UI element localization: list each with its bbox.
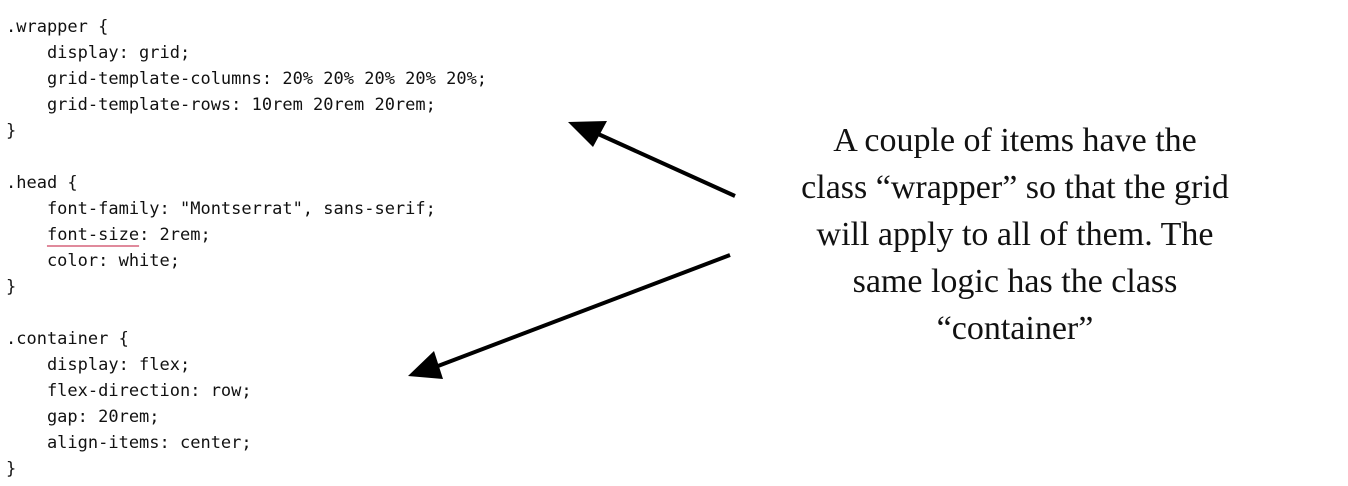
annotation-line: will apply to all of them. The <box>816 216 1214 253</box>
arrow-to-container <box>408 253 731 379</box>
code-line: font-family: "Montserrat", sans-serif; <box>6 199 436 219</box>
code-line: flex-direction: row; <box>6 381 252 401</box>
code-line: .container { <box>6 329 129 349</box>
code-line: grid-template-columns: 20% 20% 20% 20% 2… <box>6 69 488 89</box>
annotation-text: A couple of items have the class “wrappe… <box>760 117 1270 352</box>
arrow-shaft <box>437 253 731 368</box>
code-line: color: white; <box>6 251 180 271</box>
code-line: .wrapper { <box>6 17 109 37</box>
arrow-head <box>568 121 607 147</box>
arrow-to-wrapper <box>568 121 736 198</box>
css-code-block: .wrapper { display: grid; grid-template-… <box>6 14 487 482</box>
arrow-head <box>408 351 443 379</box>
code-line: .head { <box>6 173 78 193</box>
code-line: } <box>6 121 17 141</box>
annotation-line: same logic has the class <box>852 263 1178 300</box>
code-line: display: grid; <box>6 43 191 63</box>
annotation-line: class “wrapper” so that the grid <box>801 169 1229 206</box>
annotation-line: “container” <box>936 310 1094 347</box>
code-line: gap: 20rem; <box>6 407 160 427</box>
code-line-font-size: font-size: 2rem; <box>6 222 487 248</box>
code-line-rest: : 2rem; <box>139 225 211 245</box>
code-line: } <box>6 277 17 297</box>
annotation-line: A couple of items have the <box>833 122 1197 159</box>
spellcheck-flagged-word: font-size <box>46 225 140 245</box>
code-line: display: flex; <box>6 355 191 375</box>
code-line: } <box>6 459 17 479</box>
arrow-shaft <box>595 131 736 198</box>
code-line: grid-template-rows: 10rem 20rem 20rem; <box>6 95 436 115</box>
code-line: align-items: center; <box>6 433 252 453</box>
